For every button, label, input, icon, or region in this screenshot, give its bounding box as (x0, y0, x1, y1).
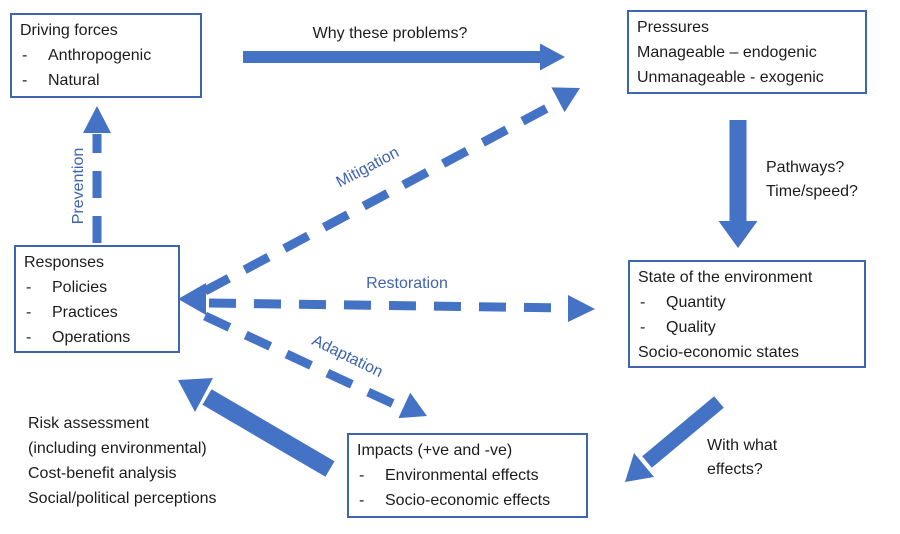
prevention-arrow (83, 106, 111, 243)
bullet-dash: - (26, 279, 32, 296)
adaptation-arrow (203, 311, 427, 419)
state-box: State of the environment - Quantity - Qual… (628, 260, 866, 368)
box-item: - Natural (20, 68, 192, 93)
box-title: Responses (24, 254, 105, 271)
restoration-arrow (208, 295, 595, 322)
box-item-text: Policies (52, 279, 108, 296)
risk-line-2: (including environmental) (28, 440, 207, 457)
pathways-line-2: Time/speed? (766, 183, 858, 200)
bullet-dash: - (22, 72, 28, 89)
impacts-box: Impacts (+ve and -ve) - Environmental eff… (347, 433, 588, 518)
box-item: - Quantity (638, 290, 856, 315)
box-item: - Environmental effects (357, 463, 578, 488)
box-item: Socio-economic states (638, 344, 799, 361)
bullet-dash: - (359, 467, 365, 484)
box-item: - Operations (24, 325, 170, 350)
into-responses-arrowhead (178, 283, 206, 315)
effects-line-1: With what (707, 437, 778, 454)
mitigation-arrow (202, 87, 580, 295)
why-problems-arrow (243, 43, 565, 71)
box-item: - Anthropogenic (20, 43, 192, 68)
box-item-text: Environmental effects (385, 467, 539, 484)
restoration-label: Restoration (366, 275, 448, 292)
with-what-effects-label: With what effects? (707, 434, 777, 482)
bullet-dash: - (640, 294, 646, 311)
box-item-text: Operations (52, 329, 131, 346)
box-item: Unmanageable - exogenic (637, 69, 824, 86)
pressures-box: Pressures Manageable – endogenic Unmanag… (627, 10, 867, 94)
pathways-line-1: Pathways? (766, 159, 845, 176)
box-item-text: Practices (52, 304, 118, 321)
box-item: - Socio-economic effects (357, 488, 578, 513)
prevention-label: Prevention (70, 147, 87, 225)
risk-line-4: Social/political perceptions (28, 490, 217, 507)
box-item-text: Natural (48, 72, 100, 89)
why-problems-label: Why these problems? (312, 25, 468, 42)
box-item: Manageable – endogenic (637, 44, 817, 61)
responses-box: Responses - Policies - Practices - Operatio… (14, 245, 180, 353)
bullet-dash: - (359, 492, 365, 509)
box-item: - Practices (24, 300, 170, 325)
bullet-dash: - (640, 319, 646, 336)
risk-line-3: Cost-benefit analysis (28, 465, 177, 482)
pathways-label: Pathways? Time/speed? (766, 156, 858, 204)
box-title: Driving forces (20, 22, 118, 39)
box-item: - Quality (638, 315, 856, 340)
box-title: Pressures (637, 19, 710, 36)
state-to-impacts-arrow (625, 396, 724, 482)
box-title: State of the environment (638, 269, 813, 286)
box-item-text: Anthropogenic (48, 47, 152, 64)
risk-line-1: Risk assessment (28, 415, 149, 432)
box-item-text: Socio-economic effects (385, 492, 551, 509)
impacts-to-responses-arrow (178, 378, 335, 477)
bullet-dash: - (22, 47, 28, 64)
box-title: Impacts (+ve and -ve) (357, 442, 513, 459)
risk-assessment-note: Risk assessment (including environmental… (28, 411, 217, 511)
box-item-text: Quantity (666, 294, 726, 311)
driving-forces-box: Driving forces - Anthropogenic - Natural (10, 13, 202, 98)
effects-line-2: effects? (707, 461, 763, 478)
pressures-to-state-arrow (718, 120, 758, 248)
box-item: - Policies (24, 275, 170, 300)
bullet-dash: - (26, 329, 32, 346)
box-item-text: Quality (666, 319, 716, 336)
bullet-dash: - (26, 304, 32, 321)
